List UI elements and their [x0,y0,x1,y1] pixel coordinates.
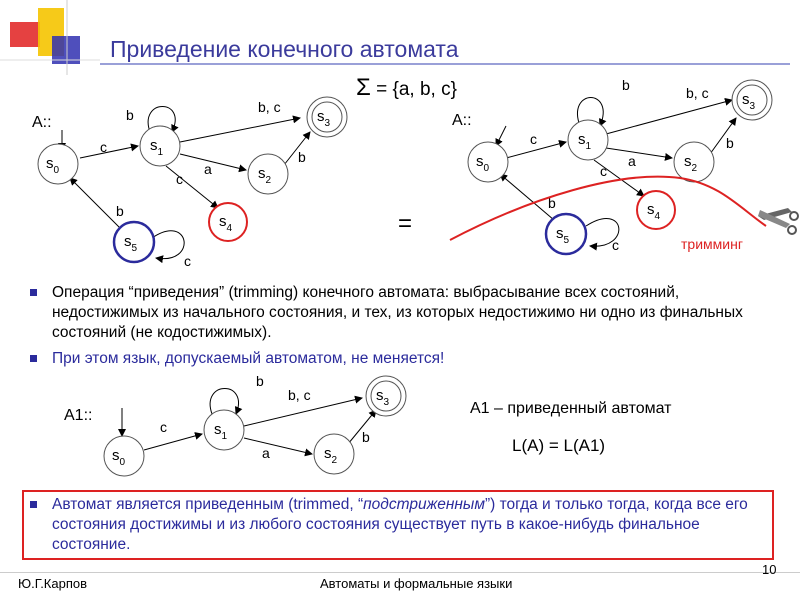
footer-course: Автоматы и формальные языки [320,576,512,591]
title-underline [100,63,790,65]
automaton-name: A:: [32,114,52,131]
bullet-icon [30,289,37,296]
bullet-trimmed-definition: Автомат является приведенным (trimmed, “… [30,495,765,559]
scissors-icon [758,208,798,234]
language-equality: L(A) = L(A1) [512,436,605,456]
edge-label: c [530,131,537,147]
edge-label: b [116,203,124,219]
automaton-a-diagram: A:: s0 s1 s2 s3 s4 s5 c b b, c a b c b c [0,80,380,280]
bullet-trimming-definition: Операция “приведения” (trimming) конечно… [30,283,790,347]
edge-label: b [726,135,734,151]
logo-decoration [0,0,110,80]
edge-label: c [612,237,619,253]
trimming-label: тримминг [681,236,743,252]
edge-label: a [262,445,270,461]
edge-label: a [204,161,212,177]
footer-divider [0,572,800,573]
automaton-a1-diagram: A1:: s0 s1 s2 s3 c b b, c a b [50,368,430,488]
trimming-curve [450,177,766,240]
edge-label: b, c [686,85,709,101]
automaton-name: A:: [452,112,472,129]
edge-label: b [126,107,134,123]
slide-title: Приведение конечного автомата [110,36,458,63]
edge-label: b [622,78,630,93]
edge-label: c [100,139,107,155]
edge-label: c [176,171,183,187]
edge-label: a [628,153,636,169]
automaton-a-trimming-diagram: A:: s0 s1 s2 s3 s4 s5 c b b, c a b c b c [420,78,800,278]
footer-author: Ю.Г.Карпов [18,576,87,591]
bullet-icon [30,355,37,362]
edge-label: c [160,419,167,435]
edge-label: b, c [288,387,311,403]
page-number: 10 [762,562,776,577]
automaton-name: A1:: [64,407,92,424]
a1-definition: A1 – приведенный автомат [470,400,671,418]
edge-label: c [184,253,191,269]
edge-label: b [256,373,264,389]
edge-label: b [362,429,370,445]
edge-label: b, c [258,99,281,115]
bullet-icon [30,501,37,508]
edge-label: c [600,163,607,179]
edge-label: b [298,149,306,165]
equals-sign: = [398,210,412,238]
